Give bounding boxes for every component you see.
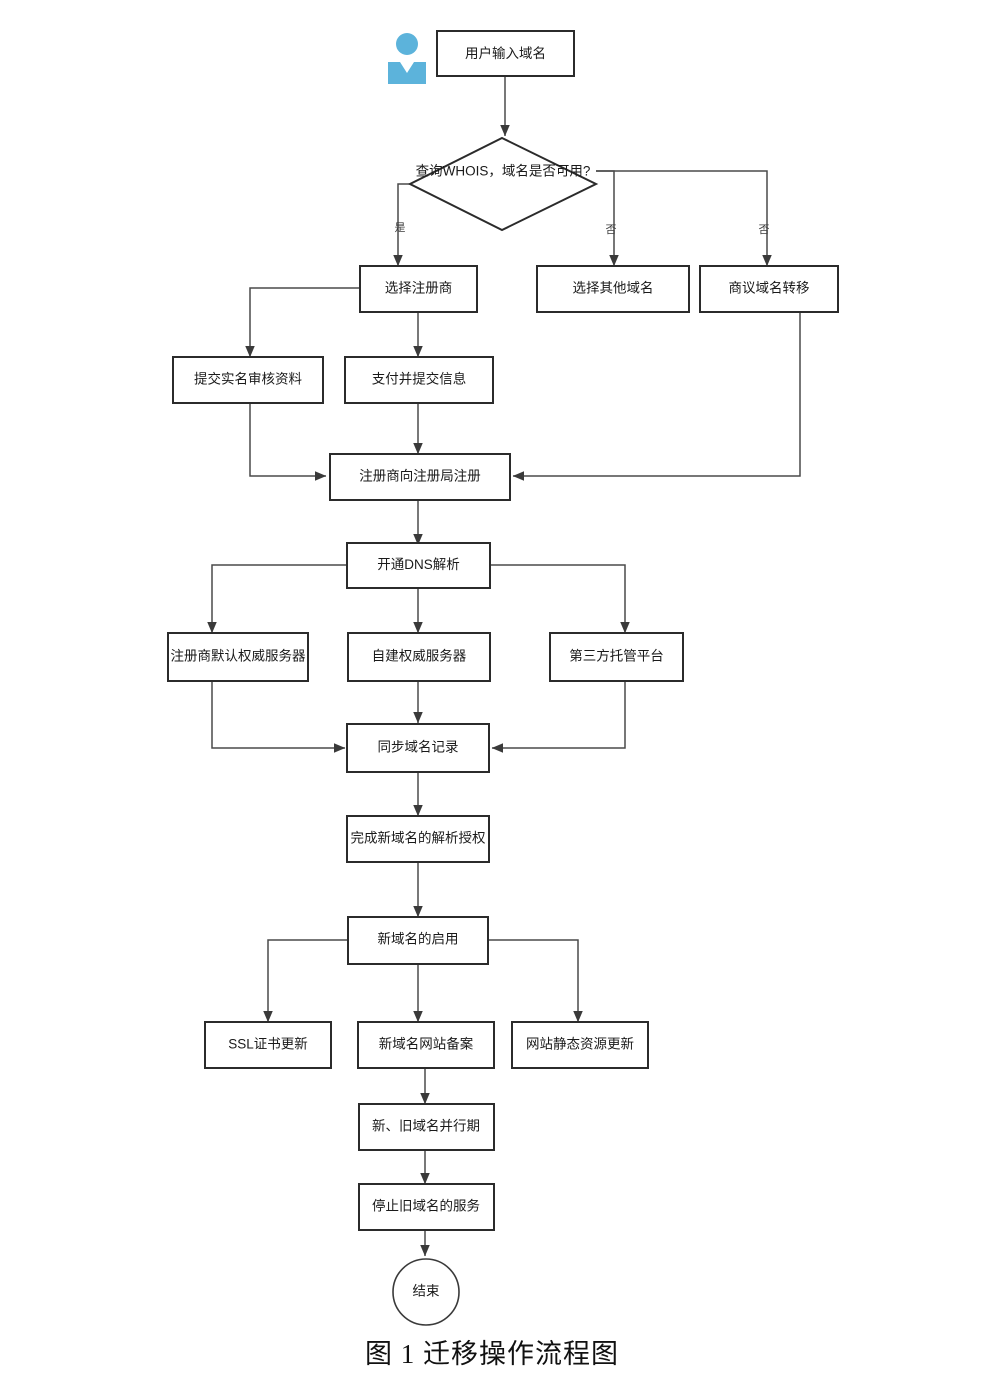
edge-third-party-platform-to-sync-records — [491, 681, 626, 753]
edge-whois-yes-to-choose-registrar — [393, 183, 410, 267]
node-label-self-hosted-ns: 自建权威服务器 — [372, 648, 467, 664]
node-label-enable-new-domain: 新域名的启用 — [378, 932, 459, 947]
edge-registrar-default-ns-to-sync-records — [211, 681, 346, 753]
node-label-sync-records: 同步域名记录 — [378, 740, 459, 755]
node-pay-submit-info[interactable]: 支付并提交信息 — [344, 356, 494, 404]
node-stop-old-domain[interactable]: 停止旧域名的服务 — [358, 1183, 495, 1231]
node-ssl-update[interactable]: SSL证书更新 — [204, 1021, 332, 1069]
node-label-finish-delegation: 完成新域名的解析授权 — [351, 830, 486, 846]
node-choose-registrar[interactable]: 选择注册商 — [359, 265, 478, 313]
edge-label-yes: 是 — [395, 221, 406, 234]
node-label-submit-realname: 提交实名审核资料 — [194, 371, 302, 387]
edge-whois-no-to-choose-other-domain — [596, 170, 619, 267]
edge-enable-dns-to-third-party-platform — [490, 564, 630, 634]
node-icp-filing[interactable]: 新域名网站备案 — [357, 1021, 495, 1069]
node-label-choose-other-domain: 选择其他域名 — [573, 281, 654, 296]
edge-choose-registrar-to-submit-realname — [245, 287, 360, 358]
node-registrar-default-ns[interactable]: 注册商默认权威服务器 — [167, 632, 309, 682]
node-static-assets-update[interactable]: 网站静态资源更新 — [511, 1021, 649, 1069]
node-label-icp-filing: 新域名网站备案 — [379, 1036, 474, 1052]
node-registrar-register[interactable]: 注册商向注册局注册 — [329, 453, 511, 501]
node-sync-records[interactable]: 同步域名记录 — [346, 723, 490, 773]
edge-enable-dns-to-registrar-default-ns — [207, 564, 347, 634]
node-label-stop-old-domain: 停止旧域名的服务 — [372, 1198, 480, 1214]
node-label-static-assets-update: 网站静态资源更新 — [526, 1037, 634, 1052]
node-end[interactable]: 结束 — [392, 1258, 460, 1326]
node-whois-decision[interactable]: 查询WHOIS，域名是否可用? — [407, 136, 599, 232]
node-label-user-input: 用户输入域名 — [465, 45, 546, 61]
node-parallel-period[interactable]: 新、旧域名并行期 — [358, 1103, 495, 1151]
node-choose-other-domain[interactable]: 选择其他域名 — [536, 265, 690, 313]
node-label-end: 结束 — [413, 1284, 440, 1299]
edge-label-no-other-domain: 否 — [606, 224, 617, 236]
node-negotiate-transfer[interactable]: 商议域名转移 — [699, 265, 839, 313]
node-label-whois-decision: 查询WHOIS，域名是否可用? — [416, 164, 591, 179]
figure-caption: 图 1 迁移操作流程图 — [365, 1339, 619, 1369]
node-label-negotiate-transfer: 商议域名转移 — [729, 281, 810, 296]
node-submit-realname[interactable]: 提交实名审核资料 — [172, 356, 324, 404]
connectors — [207, 76, 801, 1257]
user-person-icon — [388, 33, 426, 84]
edge-enable-new-domain-to-ssl-update — [263, 939, 348, 1023]
node-label-ssl-update: SSL证书更新 — [228, 1037, 308, 1052]
node-label-registrar-register: 注册商向注册局注册 — [359, 469, 481, 484]
node-self-hosted-ns[interactable]: 自建权威服务器 — [347, 632, 491, 682]
node-label-enable-dns: 开通DNS解析 — [377, 557, 460, 572]
node-enable-new-domain[interactable]: 新域名的启用 — [347, 916, 489, 965]
node-third-party-platform[interactable]: 第三方托管平台 — [549, 632, 684, 682]
edge-whois-no-to-negotiate-transfer — [596, 170, 772, 267]
node-enable-dns[interactable]: 开通DNS解析 — [346, 542, 491, 589]
node-label-parallel-period: 新、旧域名并行期 — [372, 1119, 480, 1134]
node-label-choose-registrar: 选择注册商 — [385, 281, 453, 296]
node-finish-delegation[interactable]: 完成新域名的解析授权 — [346, 815, 490, 863]
node-label-third-party-platform: 第三方托管平台 — [569, 648, 664, 664]
node-label-pay-submit-info: 支付并提交信息 — [372, 371, 467, 387]
edge-submit-realname-to-registrar-register — [249, 403, 327, 481]
node-label-registrar-default-ns: 注册商默认权威服务器 — [171, 648, 306, 664]
edge-negotiate-transfer-to-registrar-register — [512, 311, 801, 481]
edge-label-no-transfer: 否 — [759, 224, 770, 236]
node-user-input[interactable]: 用户输入域名 — [436, 30, 575, 77]
edge-enable-new-domain-to-static-assets — [488, 939, 583, 1023]
